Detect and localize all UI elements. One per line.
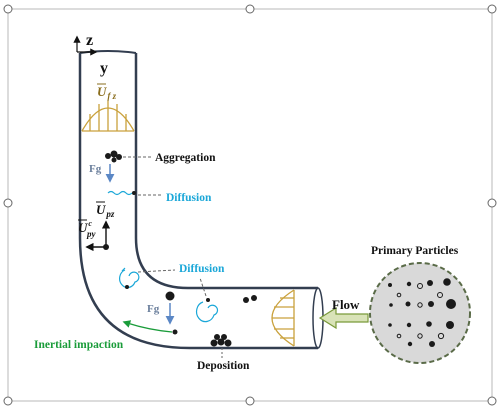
resize-handle-s[interactable] — [245, 396, 255, 406]
flow-arrow — [318, 306, 369, 330]
symbol-ufz-sub: f z — [107, 91, 116, 101]
label-flow: Flow — [332, 297, 360, 312]
label-aggregation: Aggregation — [155, 152, 216, 164]
primary-particle-dots — [388, 278, 456, 347]
label-inertial-impaction: Inertial impaction — [34, 339, 124, 351]
deposited-particles — [210, 334, 232, 347]
symbol-upy-main: U — [78, 220, 88, 235]
impaction-particle — [172, 329, 178, 335]
bend-particle — [103, 244, 109, 250]
label-deposition: Deposition — [197, 360, 250, 372]
selection-frame[interactable] — [3, 4, 497, 406]
coordinate-axes: z y — [73, 32, 108, 77]
resize-handle-e[interactable] — [487, 198, 497, 208]
diffusion-leader-right — [199, 277, 207, 297]
aggregate-particles — [105, 150, 122, 163]
pipe-inner-wall — [134, 53, 318, 290]
diffusion-particle-left — [125, 285, 129, 289]
axis-y-label: y — [100, 60, 108, 77]
symbol-upy-sub: py — [86, 229, 97, 239]
axis-z-label: z — [86, 32, 93, 49]
resize-handle-n[interactable] — [245, 4, 255, 14]
resize-handle-w[interactable] — [3, 198, 13, 208]
primary-particle-rings — [396, 283, 445, 340]
diffusion-leader-bend — [137, 269, 176, 273]
diffusion-particle-right — [206, 298, 210, 302]
velocity-profile-horizontal — [271, 289, 295, 347]
label-diffusion-bend: Diffusion — [179, 263, 225, 275]
resize-handle-ne[interactable] — [487, 4, 497, 14]
label-fg-top: Fg — [89, 163, 102, 175]
symbol-upz-main: U — [96, 202, 106, 217]
resize-handle-se[interactable] — [487, 396, 497, 406]
diffusion-swirl-left — [119, 267, 140, 289]
pipe-outer-wall — [78, 53, 318, 350]
velocity-profile-vertical — [81, 101, 135, 132]
resize-handle-sw[interactable] — [3, 396, 13, 406]
diffusion-swirl-right — [195, 301, 218, 323]
label-primary-particles: Primary Particles — [371, 245, 459, 257]
symbol-upz-sub: pz — [105, 209, 115, 219]
primary-particles-circle — [369, 262, 471, 364]
diffusion-wiggle-top — [107, 190, 133, 196]
symbol-upz: Upz — [96, 202, 115, 219]
symbol-ufz: Uf z — [97, 84, 117, 101]
inertial-impaction-arrow — [122, 320, 173, 333]
label-diffusion-vertical: Diffusion — [166, 192, 212, 204]
resize-handle-nw[interactable] — [3, 4, 13, 14]
label-fg-bottom: Fg — [147, 303, 160, 315]
symbol-upy-sup: c — [88, 219, 92, 228]
diffusion-particle-top — [132, 191, 136, 195]
suspended-particles — [243, 295, 257, 303]
large-particle — [165, 291, 175, 301]
symbol-ufz-main: U — [97, 84, 107, 99]
